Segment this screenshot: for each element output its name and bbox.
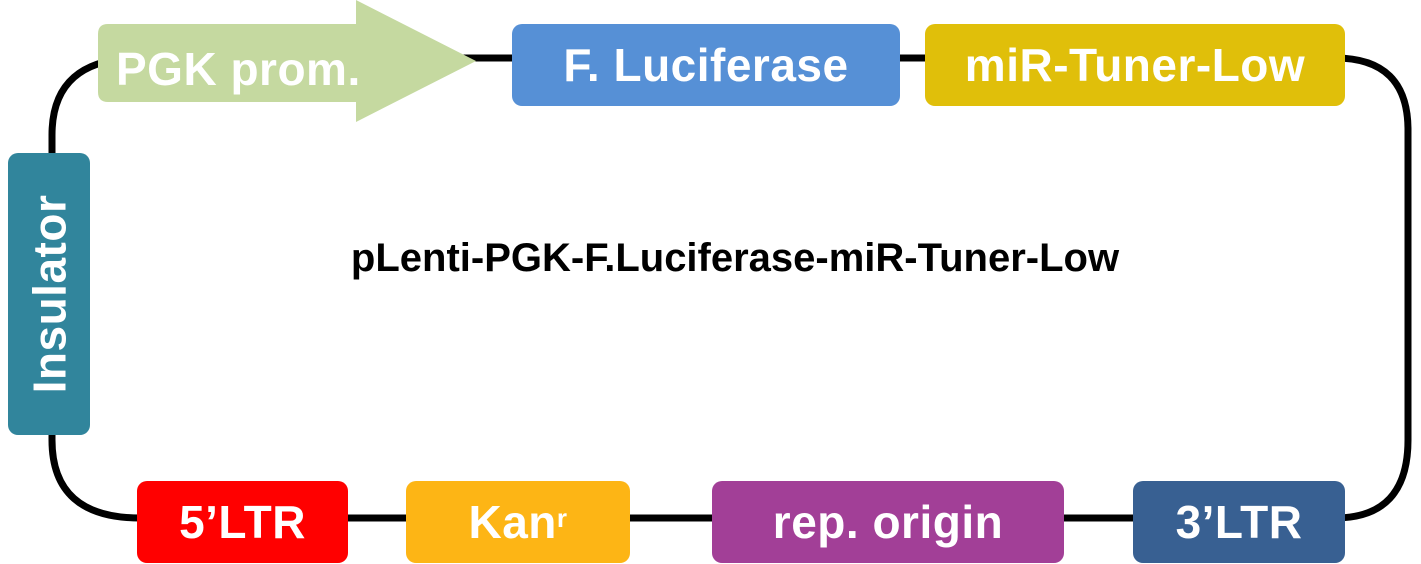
mir-tuner-low-label: miR-Tuner-Low — [964, 39, 1306, 91]
plasmid-title: pLenti-PGK-F.Luciferase-miR-Tuner-Low — [350, 236, 1120, 280]
pgk-promoter-arrow — [98, 0, 476, 122]
backbone-loop — [48, 54, 1412, 522]
insulator-label: Insulator — [23, 194, 75, 394]
rep-origin-box: rep. origin — [712, 481, 1064, 563]
five-prime-ltr-label: 5’LTR — [179, 496, 306, 548]
pgk-promoter-label: PGK prom. — [116, 43, 361, 95]
pgk-promoter-shape — [98, 0, 476, 122]
five-prime-ltr-box: 5’LTR — [137, 481, 348, 563]
three-prime-ltr-label: 3’LTR — [1175, 496, 1303, 548]
mir-tuner-low-box: miR-Tuner-Low — [925, 24, 1345, 106]
rep-origin-label: rep. origin — [772, 496, 1004, 548]
kan-label: Kan — [468, 496, 557, 548]
insulator-box: Insulator — [8, 153, 90, 435]
f-luciferase-label: F. Luciferase — [563, 39, 849, 91]
three-prime-ltr-box: 3’LTR — [1133, 481, 1345, 563]
f-luciferase-box: F. Luciferase — [512, 24, 900, 106]
